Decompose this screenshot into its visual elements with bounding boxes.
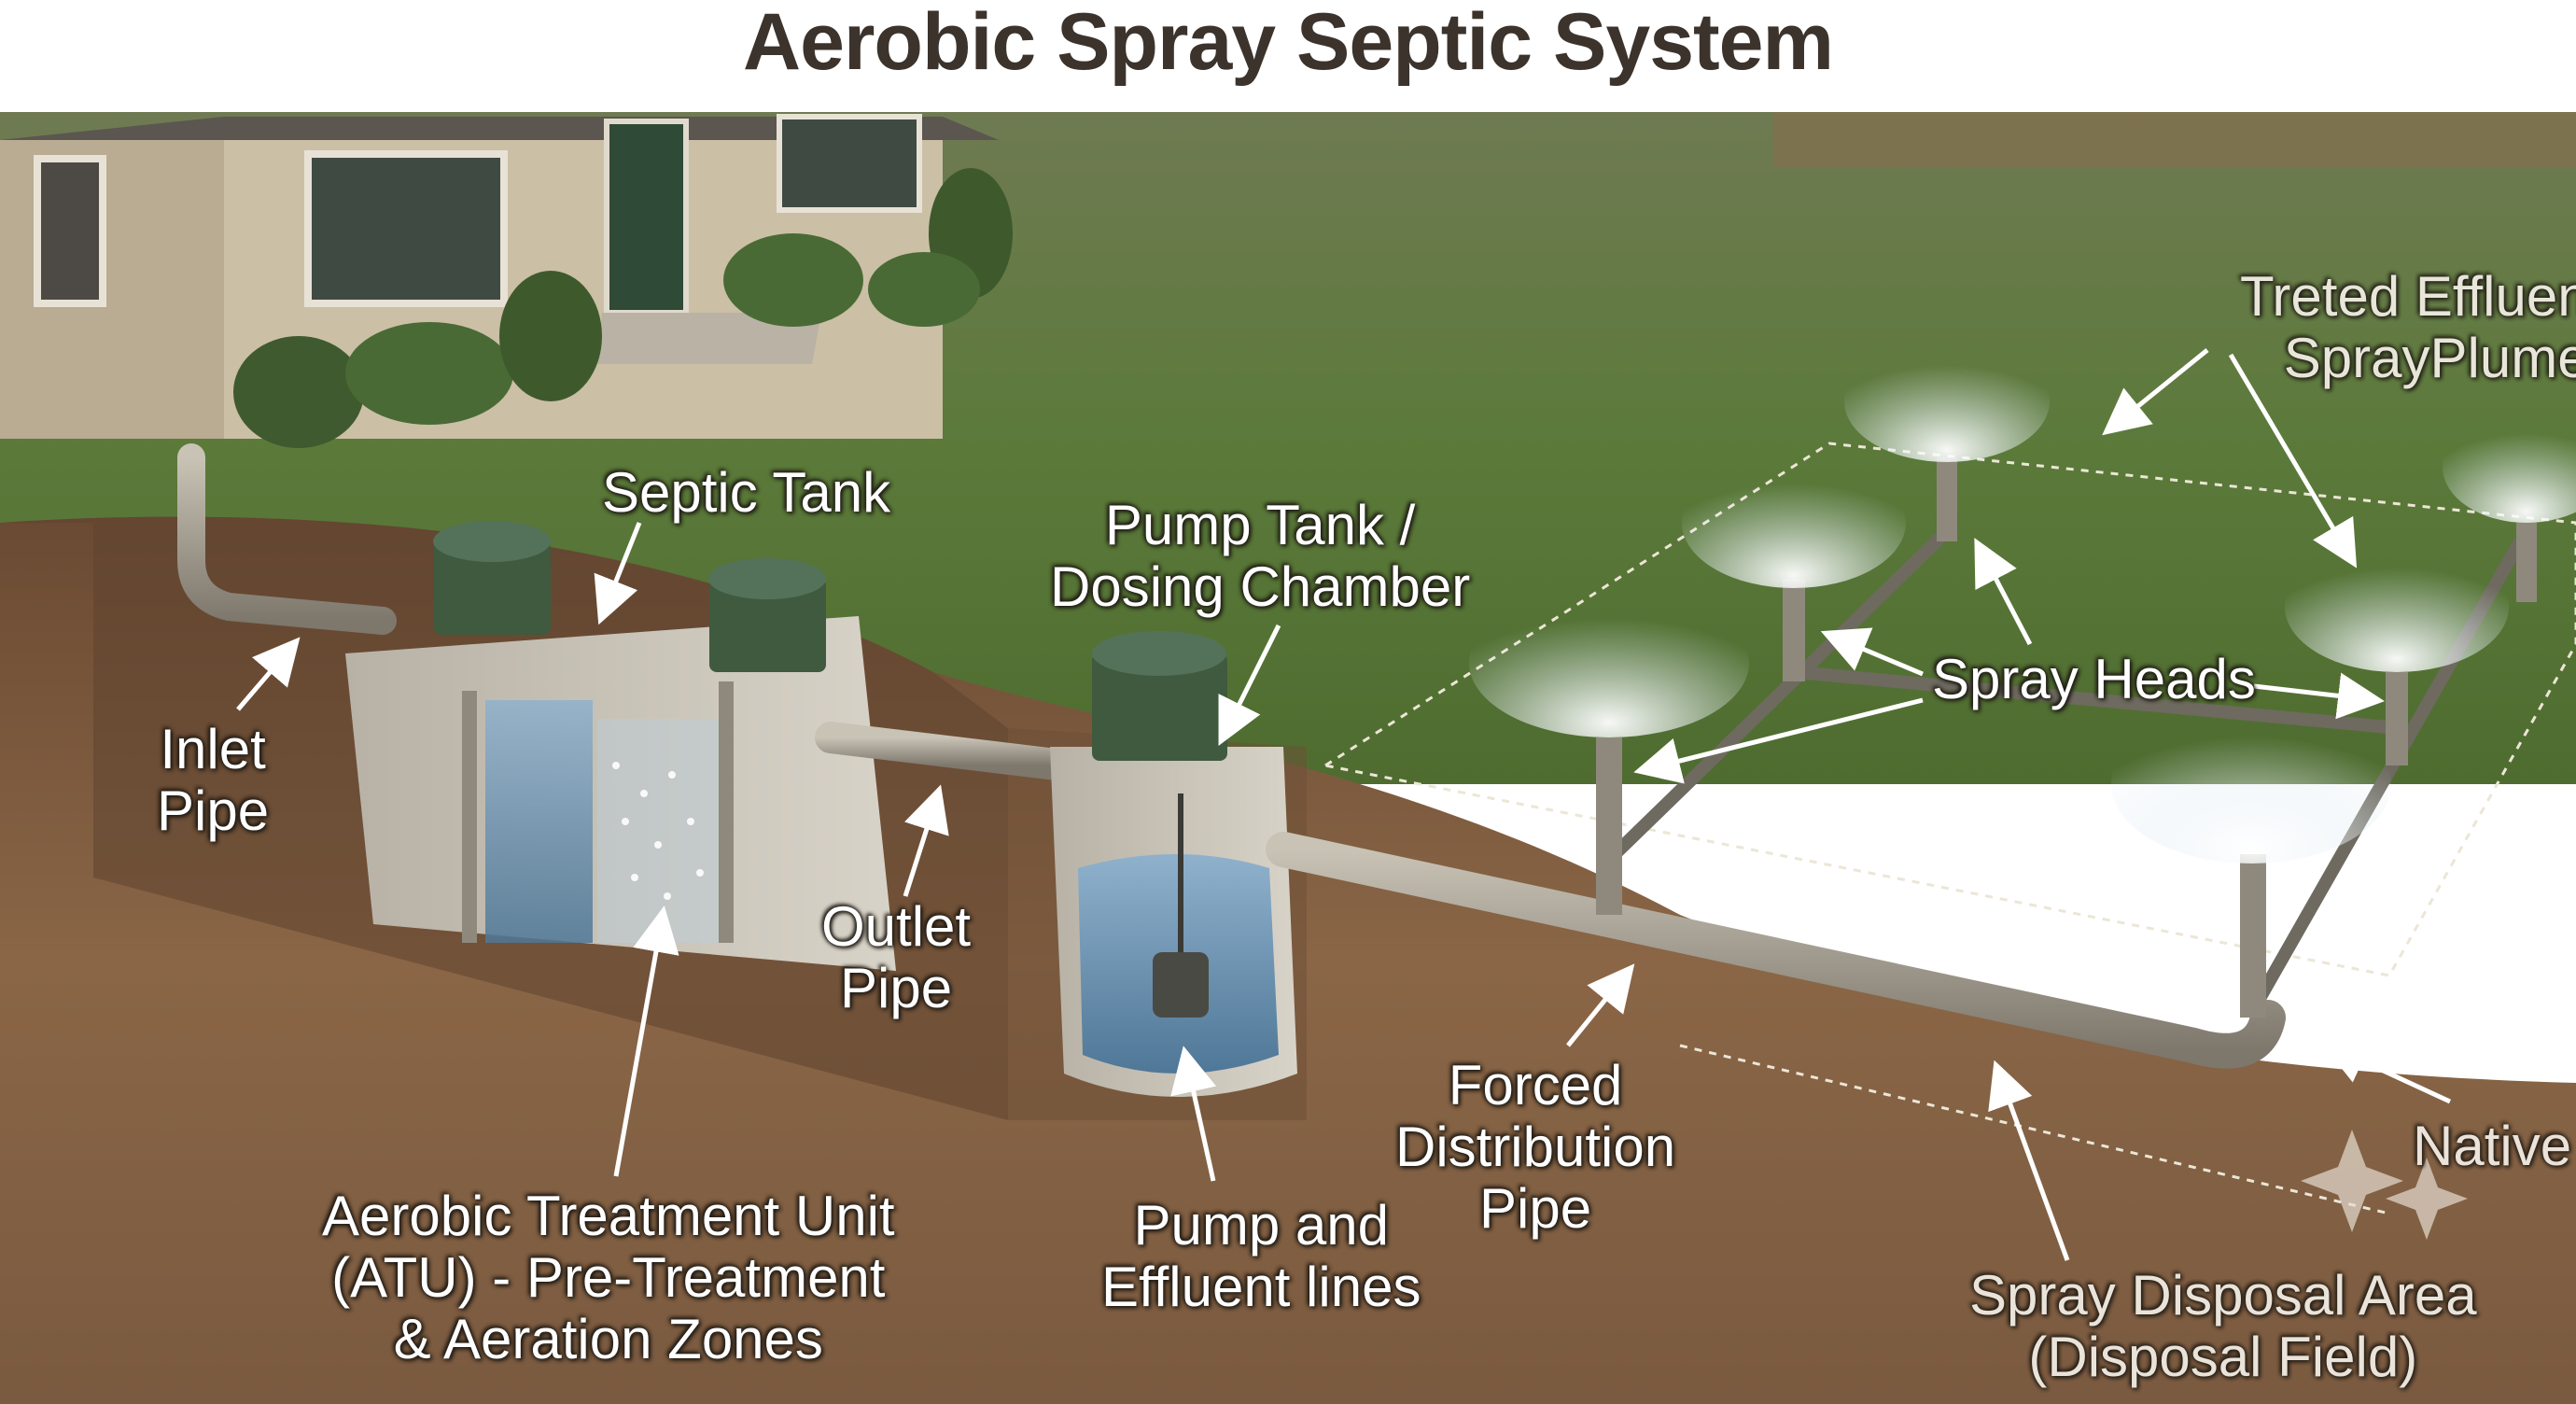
label-treated-effluent: Treted Effluen SprayPlume [2240,266,2576,389]
label-atu-line-2: (ATU) - Pre-Treatment [331,1246,886,1309]
outlet-pipe [815,722,1080,781]
diagram-title: Aerobic Spray Septic System [743,0,1834,87]
title-bar: Aerobic Spray Septic System [0,0,2576,115]
pump-icon [1153,793,1209,1018]
label-pump-lines: Pump and Effluent lines [1101,1195,1421,1318]
label-atu-line-1: Aerobic Treatment Unit [322,1185,895,1247]
house-icon [0,114,1013,448]
label-pump-tank-line-2: Dosing Chamber [1050,555,1471,618]
arrow-atu [613,906,679,1177]
label-pump-tank-line-1: Pump Tank / [1104,494,1416,556]
disposal-area-boundary [1679,1044,2390,1215]
callout-arrows [236,348,2452,1261]
spray-head-icon [1844,341,2050,541]
label-inlet-pipe-line-2: Pipe [157,779,270,842]
label-disposal-area-line-2: (Disposal Field) [2028,1326,2418,1388]
label-inlet-pipe-line-1: Inlet [160,718,266,780]
label-atu: Aerobic Treatment Unit (ATU) - Pre-Treat… [322,1186,895,1370]
arrow-spray-head-1 [1820,627,1924,677]
forced-distribution-pipe [1266,832,2286,1069]
pump-tank-lid-icon [1092,631,1227,761]
arrow-distribution-pipe [1566,963,1635,1047]
label-pump-lines-line-1: Pump and [1133,1194,1389,1257]
label-disposal-area: Spray Disposal Area (Disposal Field) [1969,1265,2477,1388]
label-treated-effluent-line-2: SprayPlume [2283,327,2576,389]
label-pump-tank: Pump Tank / Dosing Chamber [1050,495,1470,618]
spray-head-icon [2285,541,2509,765]
back-fence [1773,112,2576,168]
label-treated-effluent-line-1: Treted Effluen [2240,265,2576,328]
arrow-pump-tank [1218,624,1281,746]
spray-head-icon [2443,411,2576,602]
arrow-septic-tank [594,522,642,625]
label-spray-heads: Spray Heads [1932,648,2256,710]
tank-lid-icon [433,521,551,635]
arrow-spray-head-2 [1633,697,1924,784]
label-inlet-pipe: Inlet Pipe [157,719,269,842]
inlet-pipe [177,443,397,635]
label-distribution-pipe-line-2: Distribution [1395,1116,1676,1178]
label-distribution-pipe: Forced Distribution Pipe [1395,1055,1675,1240]
label-native: Native [2413,1115,2572,1177]
arrow-disposal-area [1988,1060,2070,1261]
label-disposal-area-line-1: Spray Disposal Area [1969,1264,2477,1327]
arrow-outlet-pipe [903,784,949,897]
label-atu-line-3: & Aeration Zones [393,1308,823,1370]
spray-head-icon [1682,457,1906,681]
pump-tank [1050,631,1297,1097]
label-outlet-pipe: Outlet Pipe [821,896,971,1019]
label-outlet-pipe-line-2: Pipe [839,957,953,1019]
arrow-pump-lines [1170,1046,1217,1182]
spray-head-icon [2111,705,2391,1018]
label-distribution-pipe-line-3: Pipe [1479,1177,1592,1240]
label-septic-tank: Septic Tank [602,461,891,524]
tank-lid-icon [708,558,826,672]
arrow-spray-head-3 [1974,538,2033,646]
arrow-inlet-pipe [236,637,301,711]
system-illustration [0,112,2576,1404]
arrow-native [2319,1040,2452,1104]
label-distribution-pipe-line-1: Forced [1448,1054,1623,1116]
label-pump-lines-line-2: Effluent lines [1101,1256,1421,1318]
sparkle-icon [2301,1130,2468,1240]
septic-tank [345,521,896,971]
label-outlet-pipe-line-1: Outlet [821,895,972,958]
spray-head-icon [1469,588,1749,915]
arrow-plume-2 [2228,353,2358,569]
arrow-spray-head-4 [2253,672,2385,720]
arrow-plume-1 [2102,348,2209,436]
